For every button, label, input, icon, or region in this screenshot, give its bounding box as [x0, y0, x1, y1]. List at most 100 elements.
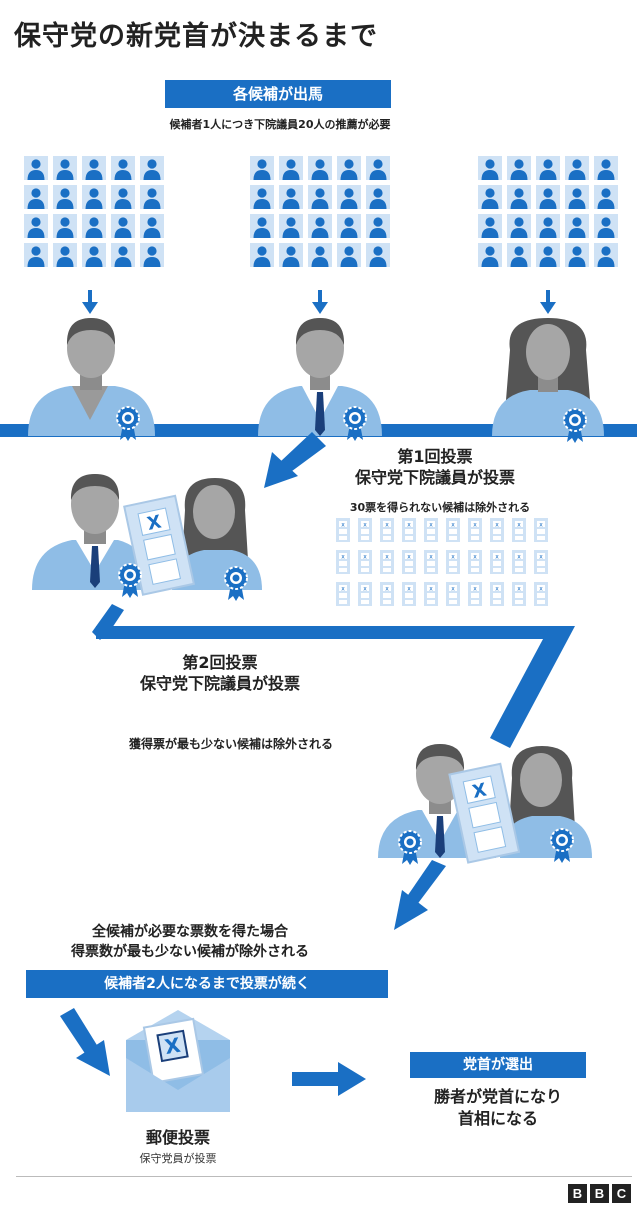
ballot-icon [468, 582, 482, 606]
footer-divider [16, 1176, 632, 1177]
ballot-icon [468, 518, 482, 542]
mp-icon [53, 243, 77, 267]
ballot-icon [358, 582, 372, 606]
mp-icon [507, 214, 531, 238]
mp-icon [250, 243, 274, 267]
mp-icon [366, 156, 390, 180]
ballot-icon [534, 550, 548, 574]
mp-icon [337, 243, 361, 267]
mp-icon [366, 185, 390, 209]
mp-icon [337, 185, 361, 209]
mp-icon [478, 243, 502, 267]
mp-icon [250, 156, 274, 180]
round2-candidates-figure: X [378, 744, 592, 866]
ballot-icon [380, 582, 394, 606]
mp-icon [478, 185, 502, 209]
round2-title-line1: 第2回投票 [182, 653, 258, 672]
mp-icon [111, 243, 135, 267]
ballot-icon [380, 550, 394, 574]
arrow-to-continue-icon [394, 860, 446, 930]
mp-icon [111, 214, 135, 238]
round2-ballot-mark: X [471, 779, 489, 802]
mp-icon [279, 185, 303, 209]
result-line2: 首相になる [457, 1109, 538, 1128]
round1-title: 第1回投票 保守党下院議員が投票 [340, 446, 530, 488]
mp-icon [308, 214, 332, 238]
mp-icon [279, 156, 303, 180]
ballot-icon [336, 550, 350, 574]
postal-ballot-mark: X [163, 1033, 183, 1059]
ballot-icon [534, 582, 548, 606]
mp-icon [140, 243, 164, 267]
mp-icon [24, 243, 48, 267]
mp-icon [366, 214, 390, 238]
round1-title-line1: 第1回投票 [397, 447, 473, 466]
mp-icon [111, 156, 135, 180]
mp-icon [507, 185, 531, 209]
continue-line1: 全候補が必要な票数を得た場合 [92, 924, 288, 940]
result-banner: 党首が選出 [410, 1052, 586, 1078]
candidate-2-figure [258, 318, 382, 442]
result-banner-text: 党首が選出 [463, 1057, 533, 1073]
mp-icon [536, 214, 560, 238]
mp-icon [507, 156, 531, 180]
result-line1: 勝者が党首になり [433, 1087, 562, 1106]
mp-icon [24, 156, 48, 180]
candidate-1-figure [28, 318, 155, 442]
ballot-icon [512, 518, 526, 542]
mp-icon [140, 156, 164, 180]
ballot-icon [402, 582, 416, 606]
mp-icon [82, 214, 106, 238]
logo-letter: B [590, 1184, 609, 1203]
mp-icon [308, 156, 332, 180]
mp-icon [308, 185, 332, 209]
mp-icon [308, 243, 332, 267]
mp-icon [565, 156, 589, 180]
round1-title-line2: 保守党下院議員が投票 [354, 468, 515, 487]
ballot-icon [424, 518, 438, 542]
mp-grid-right [478, 156, 618, 267]
ballot-icon [446, 582, 460, 606]
round2-note: 獲得票が最も少ない候補は除外される [128, 737, 333, 751]
ballot-icon [336, 582, 350, 606]
mp-icon [24, 214, 48, 238]
mp-icon [53, 214, 77, 238]
mp-icon [478, 156, 502, 180]
mp-icon [53, 156, 77, 180]
logo-letter: B [568, 1184, 587, 1203]
round1-note: 30票を得られない候補は除外される [349, 501, 531, 514]
arrow-to-result-icon [292, 1062, 366, 1096]
mp-icon [594, 156, 618, 180]
envelope-icon: X [126, 1010, 230, 1112]
ballot-icon [534, 518, 548, 542]
ballot-icon [468, 550, 482, 574]
result-text: 勝者が党首になり 首相になる [400, 1086, 596, 1130]
mp-icon [536, 156, 560, 180]
ballot-icon [490, 518, 504, 542]
mp-icon [507, 243, 531, 267]
postal-title: 郵便投票 [145, 1128, 210, 1147]
mp-icon [140, 185, 164, 209]
step1-banner: 各候補が出馬 [165, 80, 391, 108]
ballot-icon [490, 582, 504, 606]
mp-icon [337, 214, 361, 238]
candidate-3-figure [492, 318, 604, 444]
mp-icon [279, 214, 303, 238]
ballot-icon [402, 550, 416, 574]
zigzag-path-icon [92, 604, 575, 748]
mp-icon [565, 185, 589, 209]
mp-icon [478, 214, 502, 238]
continue-line2: 得票数が最も少ない候補が除外される [71, 944, 309, 960]
mp-icon [536, 243, 560, 267]
round2-title: 第2回投票 保守党下院議員が投票 [120, 652, 320, 694]
mp-icon [111, 185, 135, 209]
ballot-icon [380, 518, 394, 542]
continue-banner: 候補者2人になるまで投票が続く [26, 970, 388, 998]
mp-icon [366, 243, 390, 267]
logo-letter: C [612, 1184, 631, 1203]
continue-banner-text: 候補者2人になるまで投票が続く [104, 976, 310, 992]
ballot-icon [512, 550, 526, 574]
step1-banner-text: 各候補が出馬 [232, 85, 323, 103]
round1-ballot-mark: X [145, 511, 163, 534]
ballot-icon [358, 550, 372, 574]
